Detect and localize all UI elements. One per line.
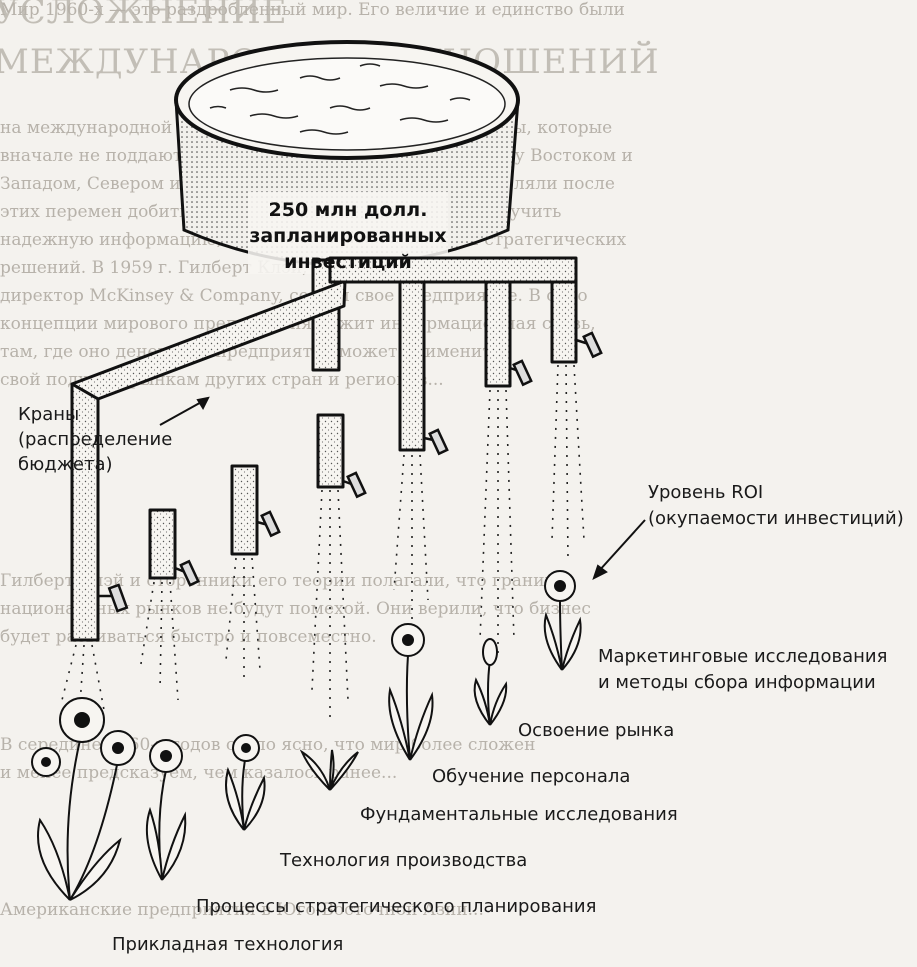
valve-icon bbox=[257, 512, 279, 536]
taps-label-line-2: (распределение bbox=[18, 429, 172, 450]
arrow-head-icon bbox=[594, 566, 606, 578]
flower-personnel-training bbox=[389, 624, 432, 760]
valve-icon bbox=[343, 473, 365, 497]
plant-fundamental-research bbox=[302, 750, 358, 790]
taps-label-line-3: бюджета) bbox=[18, 454, 113, 475]
valve-icon bbox=[424, 430, 447, 454]
tank-label-line-3: инвестиций bbox=[284, 251, 412, 273]
label-fundamental-research: Фундаментальные исследования bbox=[360, 804, 678, 825]
roi-label-line-1: Уровень ROI bbox=[648, 482, 763, 503]
valve-icon bbox=[98, 585, 127, 611]
label-personnel-training: Обучение персонала bbox=[432, 766, 630, 787]
label-production-technology: Технология производства bbox=[279, 850, 527, 871]
label-market-development: Освоение рынка bbox=[518, 720, 674, 741]
valve-icon bbox=[576, 333, 601, 357]
label-marketing-research-1: Маркетинговые исследования bbox=[598, 646, 887, 667]
tank-label-line-2: запланированных bbox=[249, 225, 446, 247]
label-strategic-planning: Процессы стратегического планирования bbox=[196, 896, 596, 917]
flower-strategic-planning bbox=[147, 740, 185, 880]
tank-label-line-1: 250 млн долл. bbox=[269, 199, 428, 221]
taps-label-line-1: Краны bbox=[18, 404, 79, 425]
pipe-7 bbox=[552, 282, 576, 362]
arrow-head-icon bbox=[198, 398, 208, 408]
arrow-to-taps bbox=[160, 400, 205, 425]
left-diagonal-pipe bbox=[72, 281, 345, 399]
valve-icon bbox=[175, 561, 198, 585]
label-applied-technology: Прикладная технология bbox=[112, 934, 343, 955]
label-marketing-research-2: и методы сбора информации bbox=[598, 672, 876, 693]
pipe-3 bbox=[232, 466, 257, 554]
pipe-2 bbox=[150, 510, 175, 578]
arrow-to-roi bbox=[598, 520, 645, 572]
valve-icon bbox=[510, 361, 531, 385]
pipe-5 bbox=[400, 282, 424, 450]
pipe-6 bbox=[486, 282, 510, 386]
flower-applied-technology bbox=[32, 698, 135, 900]
flower-marketing-research bbox=[545, 571, 581, 670]
roi-label-line-2: (окупаемости инвестиций) bbox=[648, 508, 904, 529]
flower-production-technology bbox=[226, 735, 265, 830]
pipe-4 bbox=[318, 415, 343, 487]
bud-market-development bbox=[475, 639, 507, 725]
